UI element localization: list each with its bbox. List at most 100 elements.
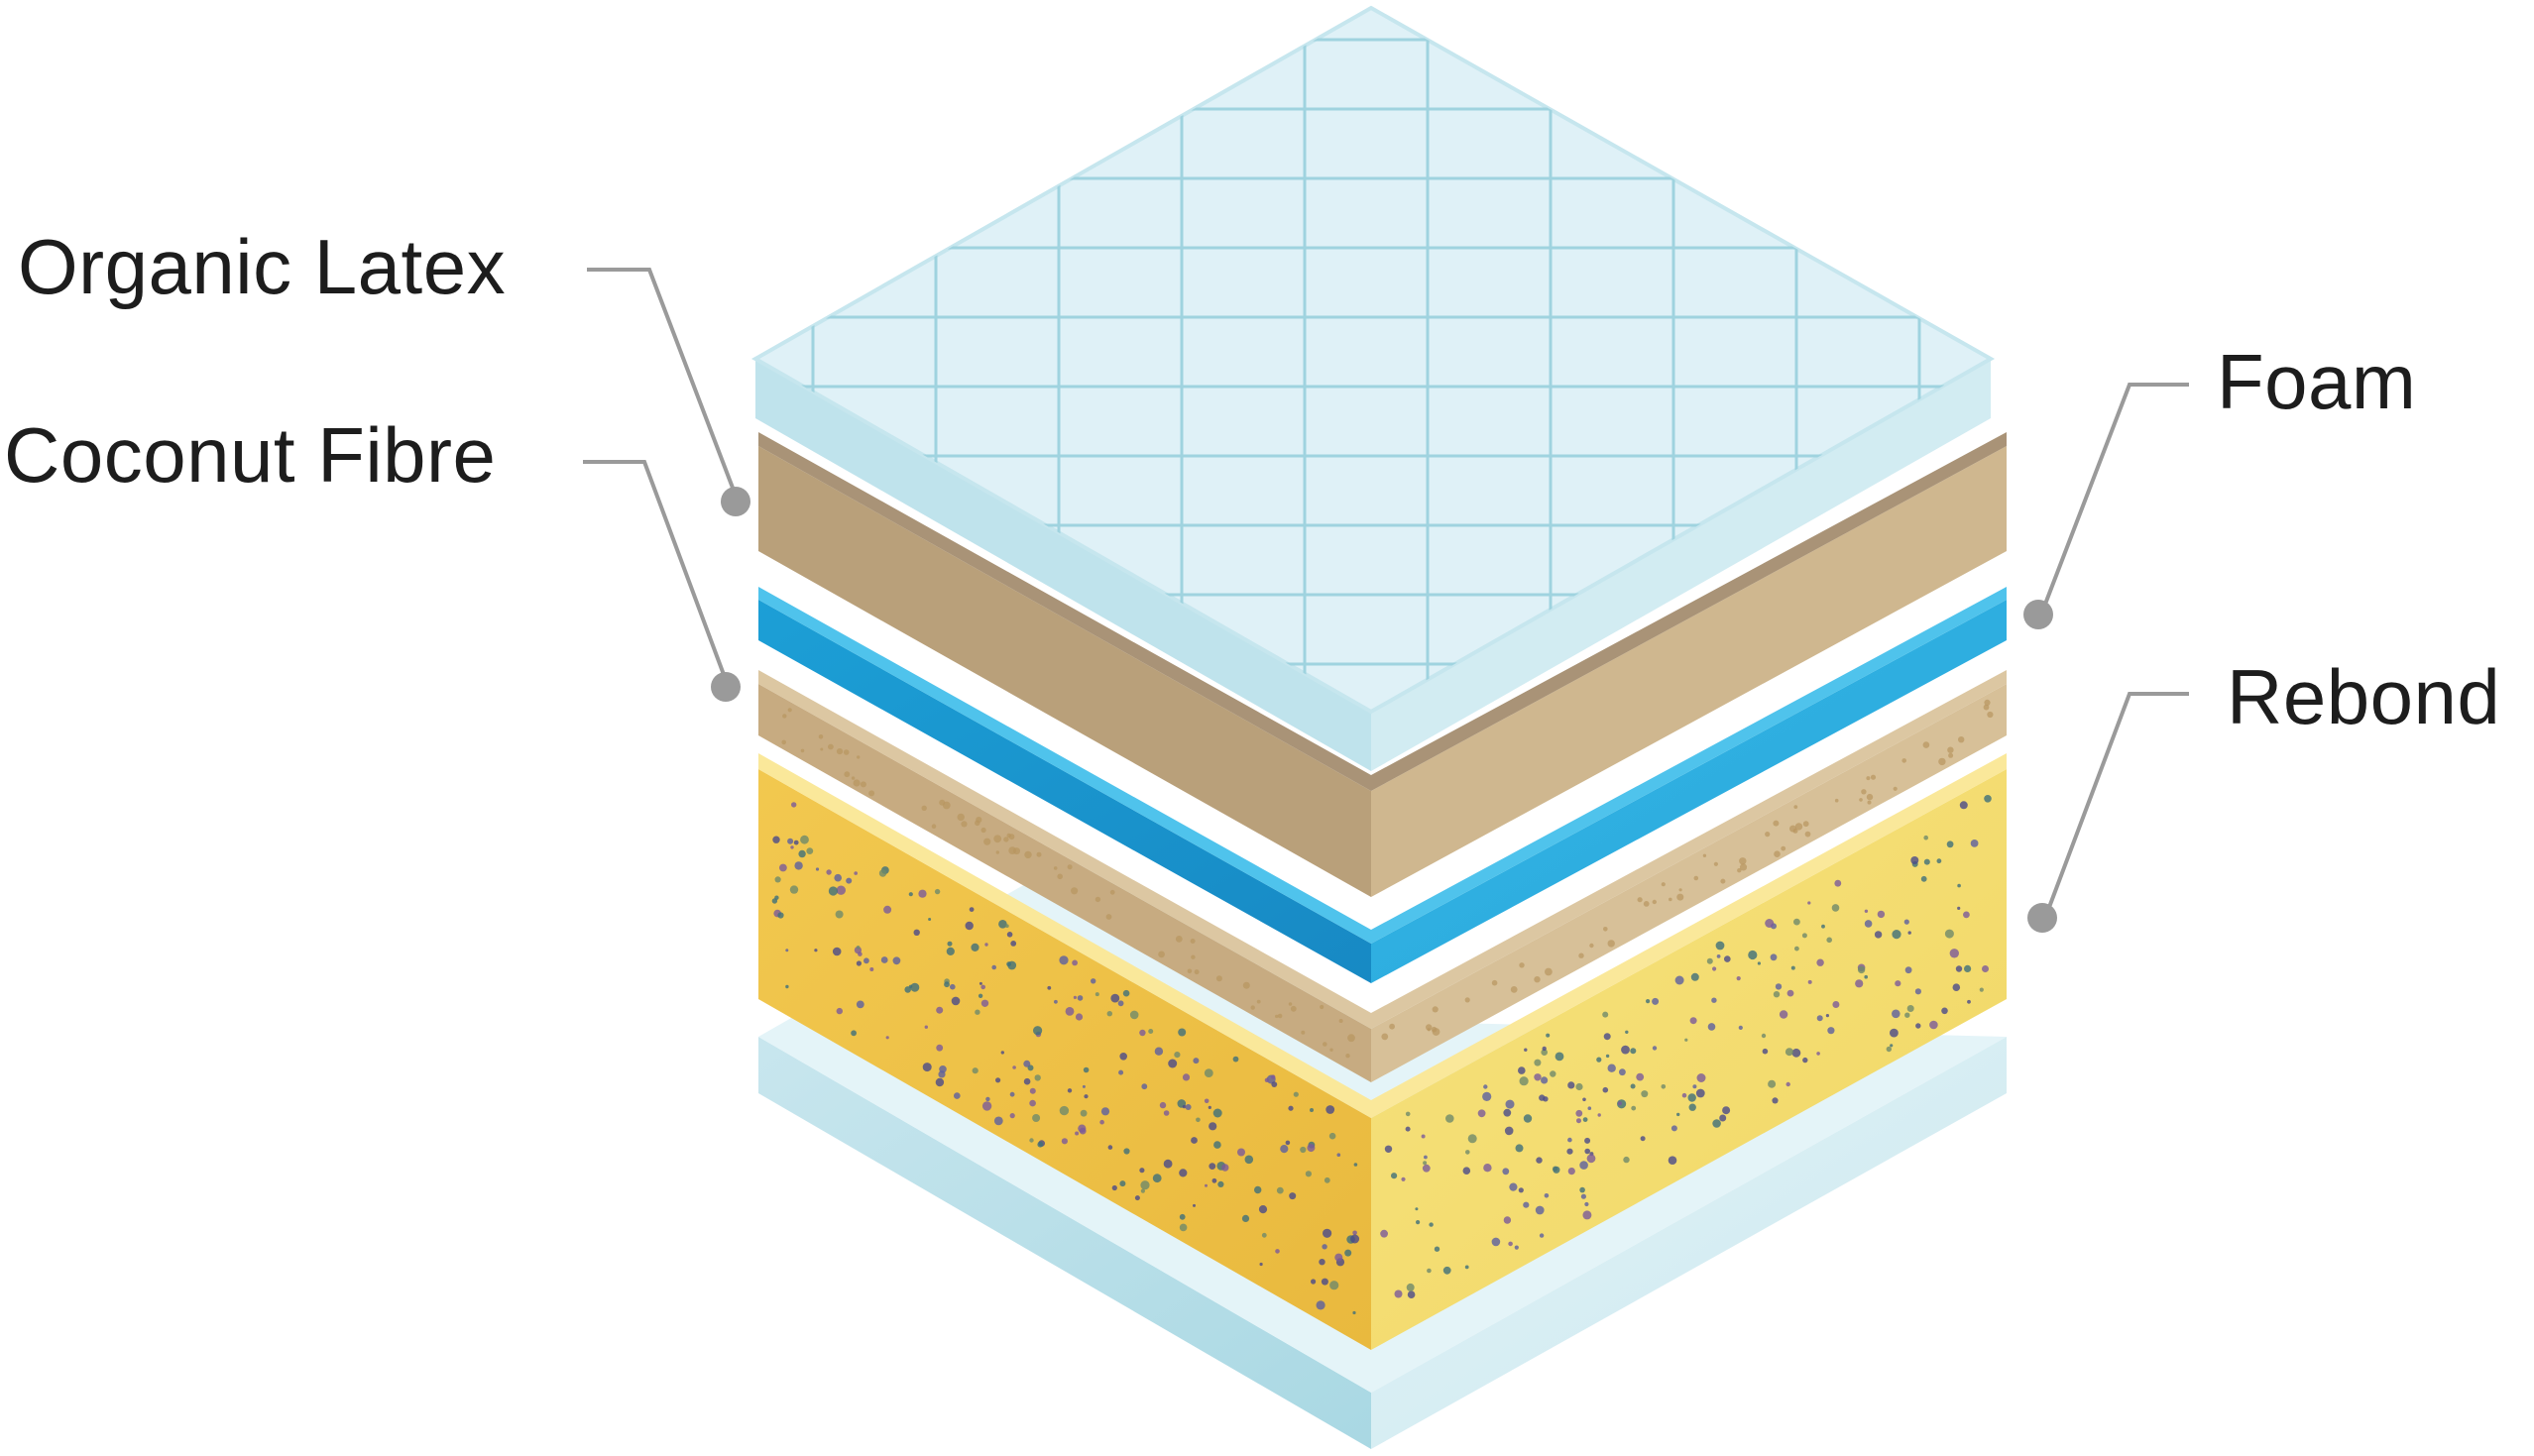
speckle	[1094, 896, 1101, 903]
speckle	[1895, 980, 1901, 987]
speckle	[1983, 704, 1990, 711]
speckle	[1772, 1097, 1779, 1104]
speckle	[1816, 1015, 1823, 1022]
speckle	[1034, 1074, 1041, 1081]
speckle	[1602, 1086, 1609, 1093]
speckle	[1597, 1113, 1601, 1117]
speckle	[1946, 840, 1954, 848]
speckle	[774, 876, 781, 883]
speckle	[835, 910, 844, 919]
speckle	[1009, 1091, 1015, 1097]
speckle	[1328, 1132, 1336, 1140]
speckle	[1859, 798, 1863, 802]
speckle	[980, 984, 985, 990]
label-rebond: Rebond	[2227, 653, 2501, 740]
speckle	[1482, 1091, 1492, 1101]
speckle	[1185, 1104, 1192, 1110]
speckle	[995, 1077, 1001, 1083]
speckle	[1602, 1011, 1609, 1018]
speckle	[787, 708, 792, 713]
speckle	[1259, 1262, 1263, 1267]
speckle	[984, 943, 988, 947]
speckle	[1212, 1108, 1222, 1118]
speckle	[1057, 873, 1063, 880]
speckle	[828, 886, 839, 896]
speckle	[1163, 1110, 1170, 1116]
speckle	[1075, 1013, 1084, 1021]
speckle	[1535, 1205, 1545, 1215]
speckle	[1518, 1187, 1524, 1193]
speckle	[1276, 1186, 1284, 1194]
speckle	[1208, 1105, 1211, 1109]
speckle	[1053, 866, 1058, 870]
speckle	[1906, 1005, 1914, 1012]
speckle	[1483, 1164, 1492, 1173]
leader-lines	[583, 268, 2189, 933]
speckle	[1311, 1279, 1317, 1285]
speckle	[1094, 992, 1099, 997]
speckle	[904, 986, 911, 993]
speckle	[1720, 878, 1726, 884]
speckle	[1067, 864, 1073, 870]
speckle	[1415, 1207, 1419, 1211]
speckle	[1706, 957, 1713, 964]
speckle	[1987, 711, 1994, 719]
speckle	[1711, 997, 1717, 1003]
speckle	[1949, 949, 1960, 958]
speckle	[1163, 1159, 1173, 1169]
speckle	[806, 847, 814, 854]
speckle	[1344, 1249, 1352, 1257]
speckle	[985, 1096, 990, 1102]
speckle	[1640, 1136, 1646, 1142]
speckle	[913, 929, 920, 936]
speckle	[1241, 1214, 1250, 1222]
speckle	[1464, 1265, 1469, 1270]
speckle	[1958, 736, 1965, 743]
speckle	[1323, 1228, 1332, 1238]
speckle	[818, 734, 824, 739]
speckle	[1834, 879, 1842, 887]
speckle	[1584, 1201, 1589, 1207]
speckle	[1334, 1253, 1343, 1262]
speckle	[1005, 924, 1009, 928]
speckle	[1384, 1145, 1393, 1154]
speckle	[789, 885, 799, 894]
speckle	[1790, 965, 1795, 970]
speckle	[1567, 1081, 1575, 1089]
speckle	[1821, 924, 1825, 929]
speckle	[1519, 1076, 1529, 1086]
speckle	[1285, 1140, 1291, 1146]
speckle	[1307, 1144, 1316, 1153]
speckle	[918, 889, 927, 898]
speckle	[1867, 800, 1872, 805]
speckle	[1761, 1033, 1767, 1039]
speckle	[864, 957, 869, 964]
speckle	[1630, 1083, 1636, 1089]
speckle	[1293, 1091, 1299, 1097]
speckle	[1963, 911, 1970, 919]
speckle	[1319, 1259, 1325, 1266]
speckle	[836, 748, 844, 755]
speckle	[1689, 1017, 1697, 1025]
speckle	[1204, 1098, 1209, 1104]
speckle	[1605, 1054, 1610, 1059]
speckle	[1078, 1124, 1087, 1133]
speckle	[1032, 1114, 1041, 1122]
speckle	[942, 801, 951, 810]
speckle	[1781, 845, 1786, 851]
speckle	[1674, 975, 1684, 985]
speckle	[785, 949, 789, 952]
speckle	[798, 849, 806, 858]
speckle	[1389, 1023, 1395, 1030]
speckle	[1288, 1105, 1294, 1111]
speckle	[1290, 1005, 1297, 1012]
speckle	[1607, 940, 1615, 948]
speckle	[1182, 1073, 1191, 1081]
speckle	[1690, 972, 1699, 981]
speckle	[1009, 1113, 1015, 1119]
speckle	[1077, 995, 1084, 1001]
speckle	[1779, 1010, 1788, 1019]
speckle	[1857, 965, 1866, 974]
speckle	[1158, 951, 1165, 958]
